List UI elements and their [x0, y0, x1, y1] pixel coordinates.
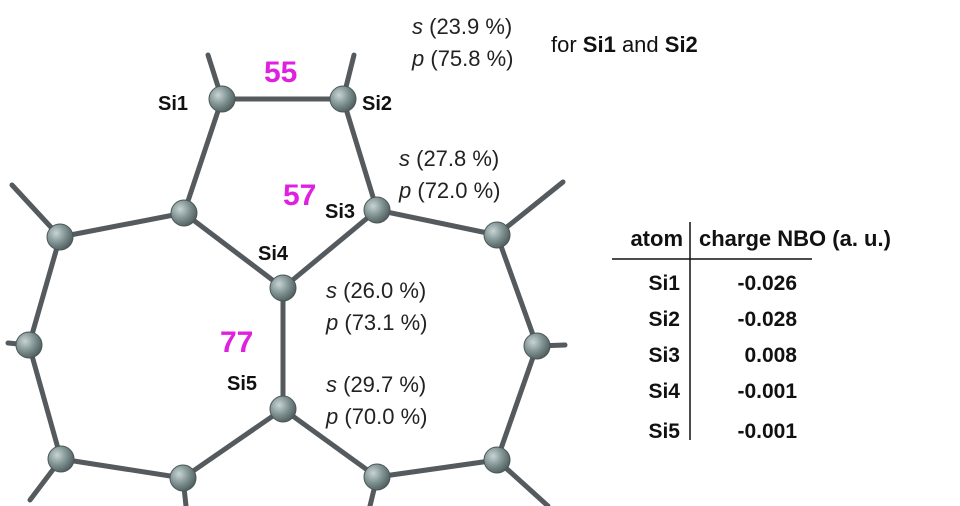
table-cell-charge: -0.026: [737, 272, 797, 295]
atom-label-si2: Si2: [362, 93, 392, 115]
hybridization-s-si3: s (27.8 %): [399, 146, 499, 171]
hybridization-p-si3: p (72.0 %): [398, 178, 501, 203]
atom-label-si4: Si4: [258, 243, 289, 265]
atom-label-si5: Si5: [227, 373, 257, 395]
atom: [483, 446, 511, 474]
atom-si5: [269, 395, 297, 423]
bond: [494, 232, 540, 349]
hybridization-note: for Si1 and Si2: [551, 32, 698, 57]
atom: [15, 331, 43, 359]
atom: [170, 199, 198, 227]
angle-label-77: 77: [220, 326, 253, 359]
table-cell-charge: 0.008: [744, 344, 797, 367]
bond: [494, 343, 540, 463]
atom: [169, 464, 197, 492]
hybridization-p-si1si2: p (75.8 %): [411, 46, 514, 71]
table-header-atom: atom: [630, 226, 683, 251]
bond: [57, 210, 187, 240]
bond: [58, 456, 186, 481]
atom: [46, 223, 74, 251]
bond: [26, 342, 64, 462]
bond: [374, 207, 500, 238]
hybridization-p-si4: p (73.1 %): [325, 310, 428, 335]
angle-label-55: 55: [264, 56, 297, 89]
bond: [180, 406, 286, 481]
atom: [363, 463, 391, 491]
atom: [47, 445, 75, 473]
table-cell-atom: Si4: [648, 380, 680, 403]
table-cell-charge: -0.001: [737, 420, 797, 443]
table-cell-charge: -0.028: [737, 308, 797, 331]
atom: [483, 221, 511, 249]
bond: [280, 207, 380, 291]
hybridization-s-si1si2: s (23.9 %): [412, 14, 512, 39]
angle-label-57: 57: [283, 179, 316, 212]
table-cell-atom: Si3: [648, 344, 680, 367]
table-cell-atom: Si1: [648, 272, 680, 295]
bond: [181, 96, 225, 216]
hybridization-s-si5: s (29.7 %): [326, 372, 426, 397]
atom-si4: [269, 274, 297, 302]
table-cell-atom: Si5: [648, 420, 680, 443]
table-cell-charge: -0.001: [737, 380, 797, 403]
table-cell-atom: Si2: [648, 308, 680, 331]
table-header-charge: charge NBO (a. u.): [699, 226, 891, 251]
atom: [523, 332, 551, 360]
bond: [181, 210, 286, 291]
atom-label-si3: Si3: [325, 201, 355, 223]
atom-si3: [363, 196, 391, 224]
atom-label-si1: Si1: [158, 93, 188, 115]
bond: [374, 457, 500, 480]
charge-table: atom charge NBO (a. u.) Si1 -0.026 Si2 -…: [612, 222, 891, 443]
atom-group: [15, 85, 551, 492]
bond: [26, 234, 63, 348]
atom-si2: [329, 85, 357, 113]
bond: [494, 179, 566, 238]
bond-group: [5, 52, 568, 506]
bond: [340, 96, 380, 213]
hybridization-s-si4: s (26.0 %): [326, 278, 426, 303]
bond: [280, 406, 380, 480]
atom-si1: [208, 85, 236, 113]
hybridization-p-si5: p (70.0 %): [325, 404, 428, 429]
